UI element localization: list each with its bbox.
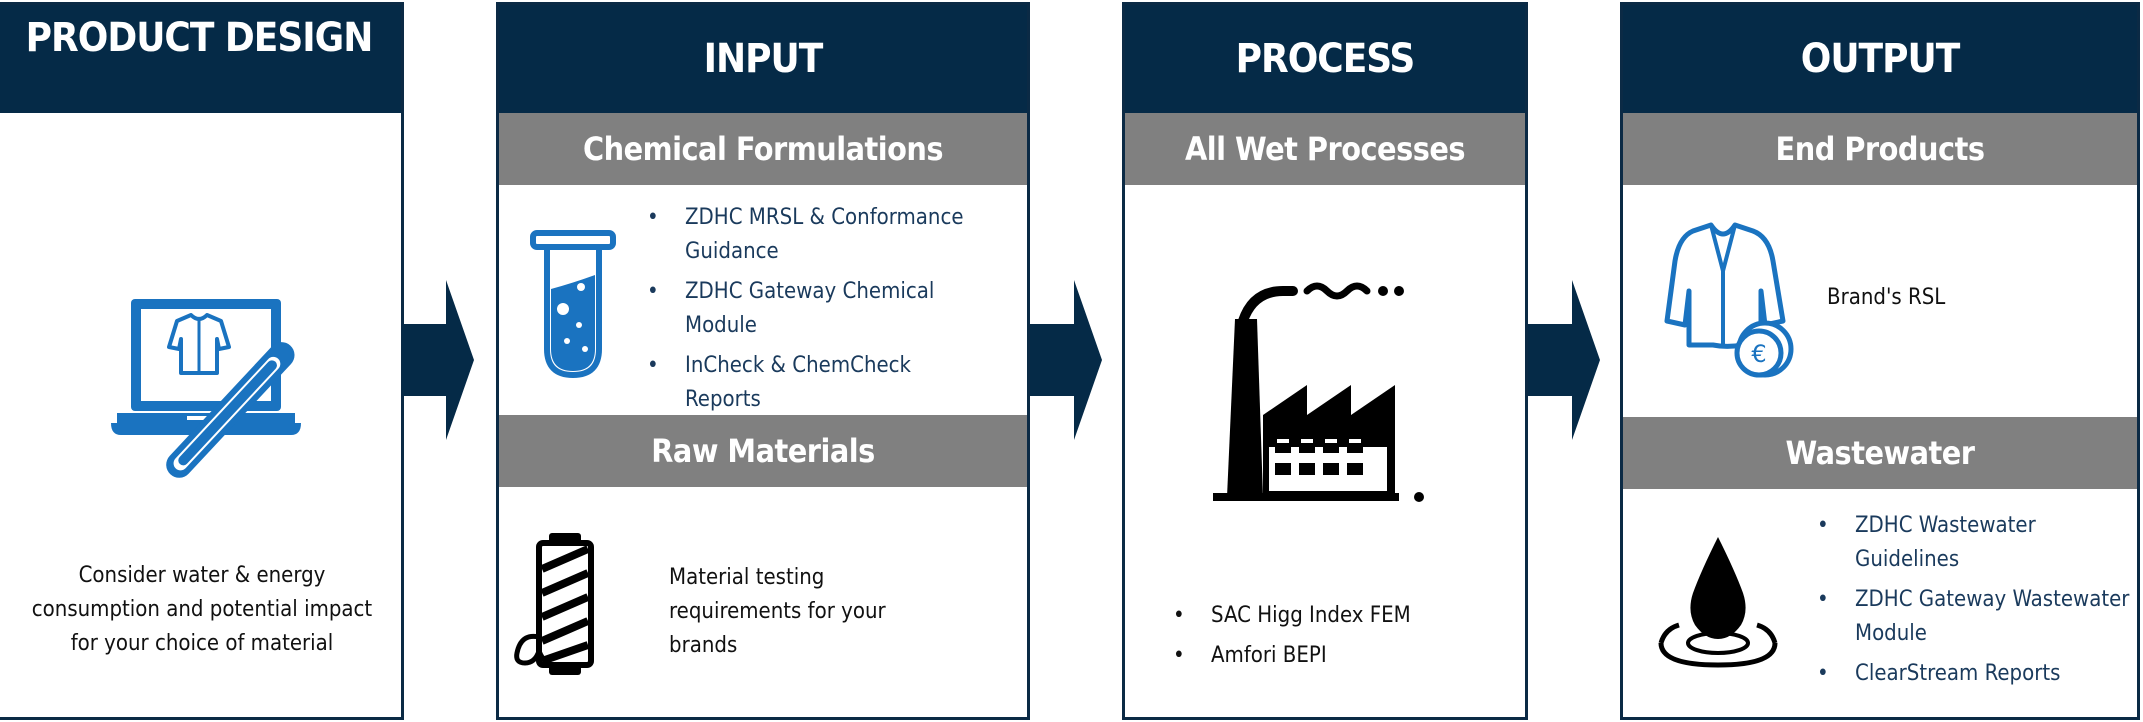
all-wet-processes-heading: All Wet Processes	[1125, 113, 1525, 185]
process-title: PROCESS	[1125, 5, 1525, 113]
jacket-with-euro-coin-icon: €	[1664, 222, 1794, 378]
thread-spool-icon	[514, 533, 594, 675]
raw-materials-text: Material testing requirements for your b…	[669, 565, 886, 658]
chemical-formulations-heading: Chemical Formulations	[499, 113, 1027, 185]
list-item: ZDHC Gateway Wastewater Module	[1817, 583, 2137, 651]
output-title: OUTPUT	[1623, 5, 2137, 113]
laptop-with-pen-icon	[111, 299, 301, 478]
product-design-text: Consider water & energy consumption and …	[31, 563, 373, 656]
wastewater-list: ZDHC Wastewater Guidelines ZDHC Gateway …	[1817, 509, 2137, 697]
arrow-right-icon	[1528, 280, 1600, 440]
product-design-panel: PRODUCT DESIGN Consider water & energy c…	[0, 2, 404, 720]
output-panel: OUTPUT End Products € Brand's RSL Wastew…	[1620, 2, 2140, 720]
euro-symbol: €	[1751, 340, 1766, 368]
process-panel: PROCESS All Wet Processes SAC Higg Index…	[1122, 2, 1528, 720]
input-title: INPUT	[499, 5, 1027, 113]
product-design-title: PRODUCT DESIGN	[0, 5, 401, 113]
list-item: InCheck & ChemCheck Reports	[647, 349, 987, 417]
list-item: ClearStream Reports	[1817, 657, 2137, 691]
list-item: Amfori BEPI	[1173, 639, 1493, 673]
arrow-right-icon	[402, 280, 474, 440]
input-panel: INPUT Chemical Formulations ZDHC MRSL & …	[496, 2, 1030, 720]
brands-rsl-text: Brand's RSL	[1827, 285, 1946, 310]
list-item: SAC Higg Index FEM	[1173, 599, 1493, 633]
raw-materials-heading: Raw Materials	[499, 415, 1027, 487]
list-item: ZDHC Wastewater Guidelines	[1817, 509, 2137, 577]
arrow-right-icon	[1030, 280, 1102, 440]
list-item: ZDHC MRSL & Conformance Guidance	[647, 201, 987, 269]
chemical-formulations-list: ZDHC MRSL & Conformance Guidance ZDHC Ga…	[647, 201, 987, 423]
water-drop-icon	[1658, 537, 1778, 668]
process-list: SAC Higg Index FEM Amfori BEPI	[1173, 599, 1493, 679]
test-tube-icon	[530, 230, 616, 379]
list-item: ZDHC Gateway Chemical Module	[647, 275, 987, 343]
wastewater-heading: Wastewater	[1623, 417, 2137, 489]
end-products-heading: End Products	[1623, 113, 2137, 185]
factory-icon	[1213, 282, 1424, 502]
